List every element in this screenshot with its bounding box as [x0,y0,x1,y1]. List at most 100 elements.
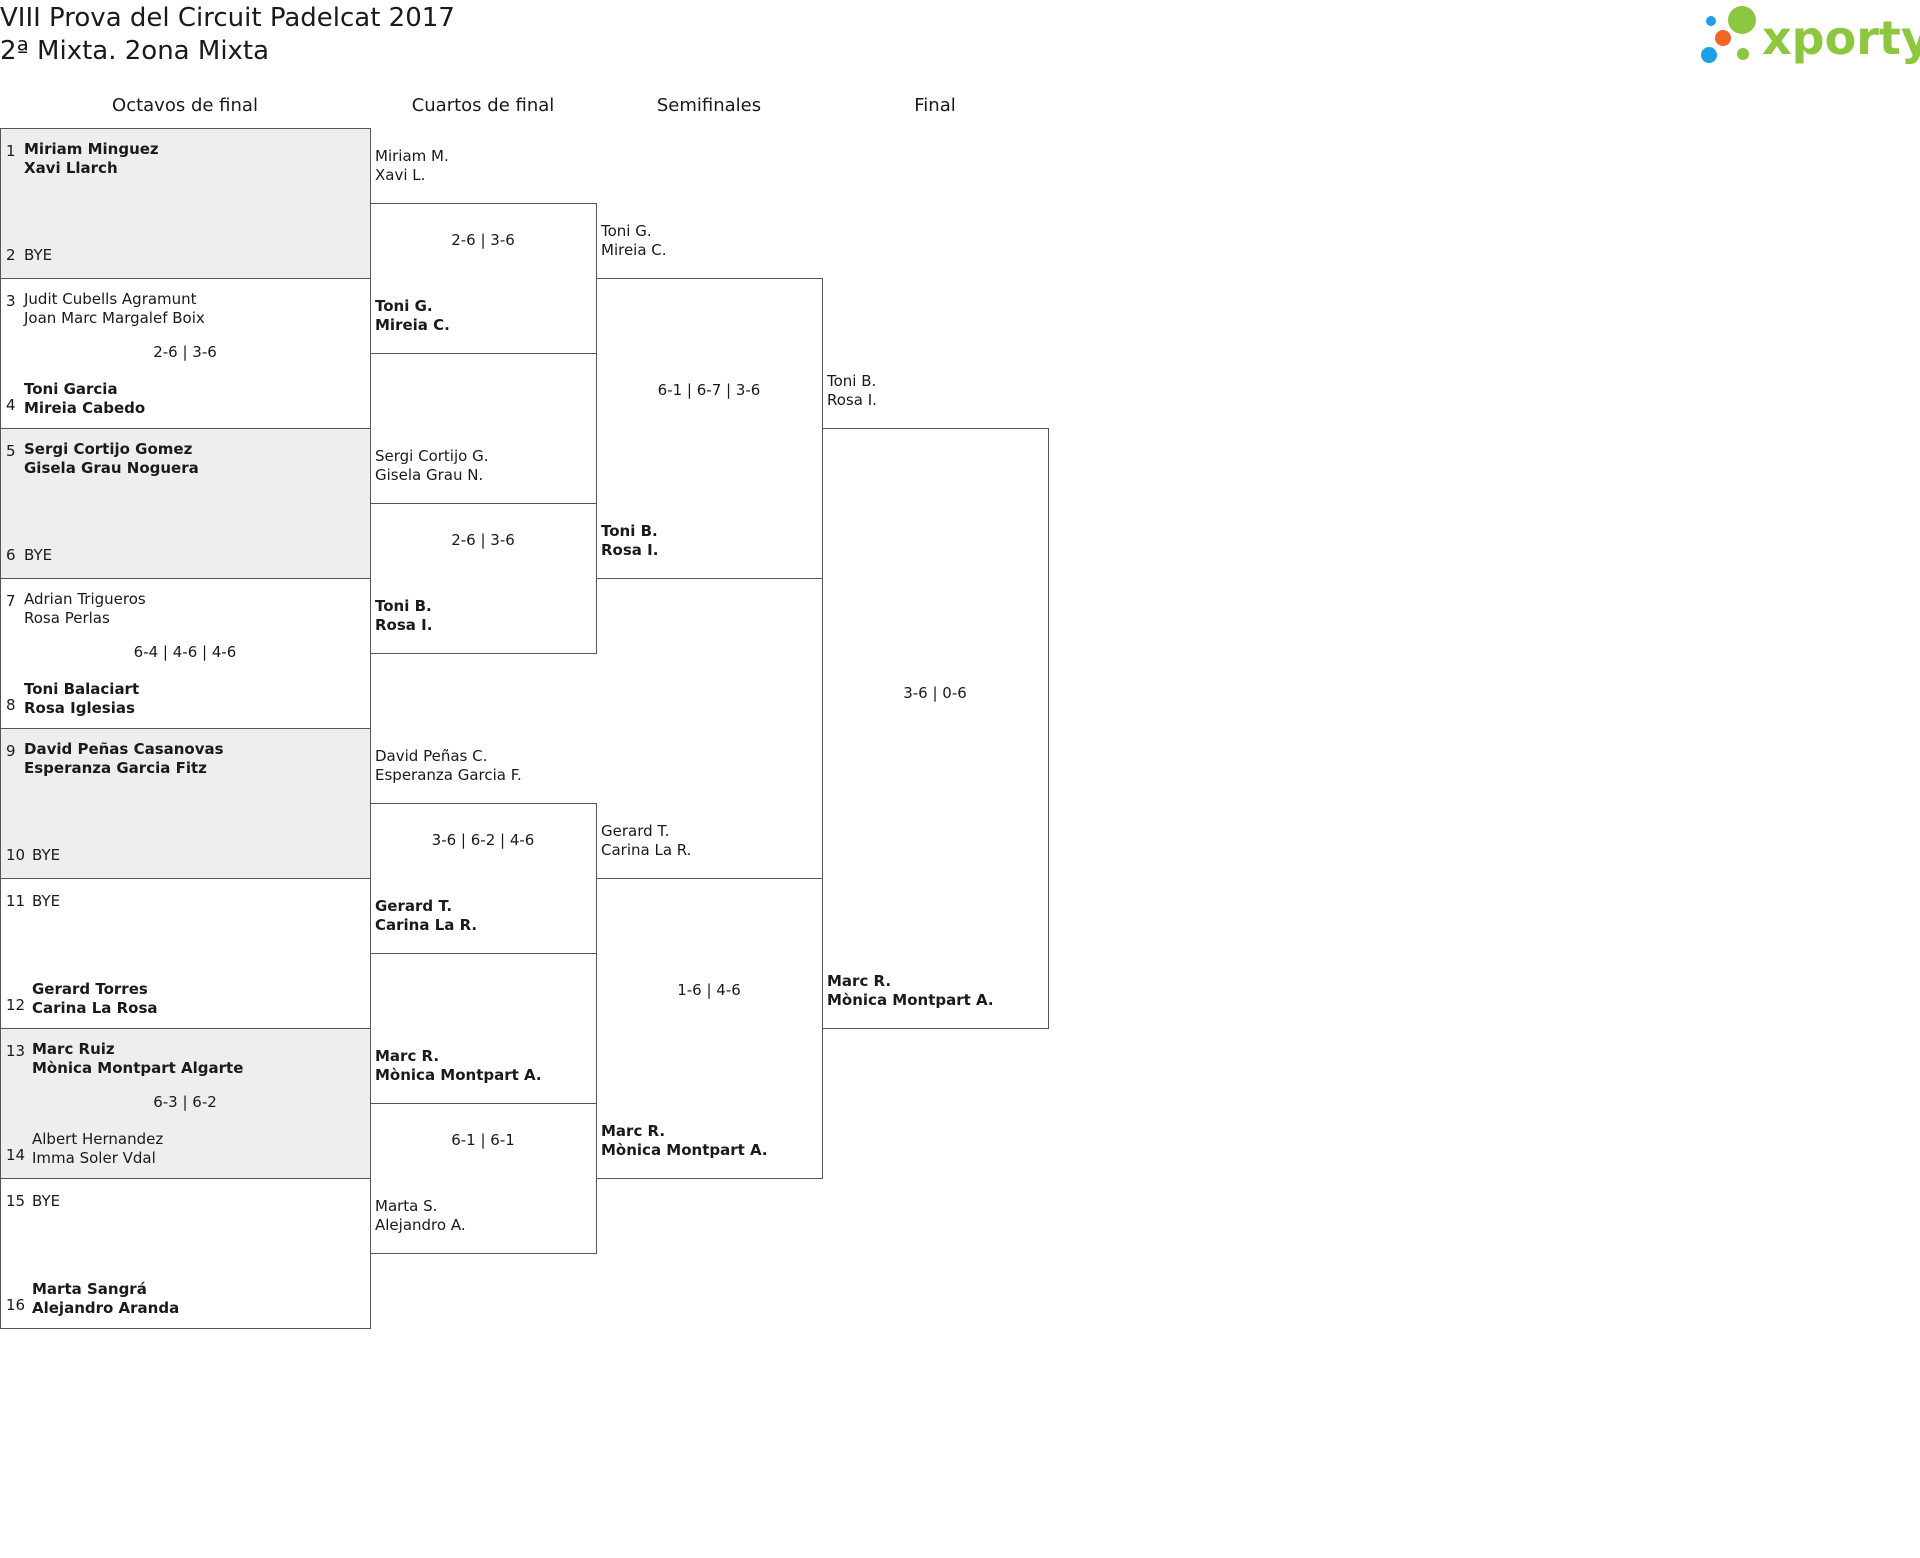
player-name: Esperanza Garcia Fitz [24,759,207,777]
player-name: Miriam Minguez [24,140,159,158]
player-name: Mònica Montpart A. [601,1141,768,1159]
player-name: Toni Balaciart [24,680,140,698]
match-score: 2-6 | 3-6 [451,531,515,549]
player-name: Esperanza Garcia F. [375,766,522,784]
seed-number: 3 [6,292,16,310]
player-name: Gisela Grau Noguera [24,459,199,477]
player-name: Marc R. [375,1047,440,1065]
round-header: Cuartos de final [411,95,555,116]
player-name: Mònica Montpart Algarte [32,1059,244,1077]
player-name: Imma Soler Vdal [32,1149,156,1167]
player-name: Sergi Cortijo G. [375,447,489,465]
player-name: Carina La R. [375,916,478,934]
player-name: Toni Garcia [24,380,118,398]
player-name: Mireia C. [375,316,450,334]
xporty-logo: xporty [1690,4,1920,68]
player-name: Gerard Torres [32,980,148,998]
seed-number: 13 [6,1042,26,1060]
player-name: Mònica Montpart A. [375,1066,542,1084]
player-name: Toni B. [375,597,432,615]
page-subtitle: 2ª Mixta. 2ona Mixta [0,36,270,66]
match-score: 3-6 | 6-2 | 4-6 [431,831,535,849]
player-name: Mireia Cabedo [24,399,146,417]
player-name: Marta Sangrá [32,1280,147,1298]
player-name: BYE [24,246,53,264]
player-name: Toni G. [601,222,652,240]
player-name: David Peñas Casanovas [24,740,224,758]
logo-dot-orange [1715,30,1731,46]
seed-number: 5 [6,442,16,460]
player-name: Gerard T. [601,822,670,840]
player-name: Judit Cubells Agramunt [24,290,197,308]
player-name: Alejandro A. [375,1216,466,1234]
match-box-octavos [0,128,371,279]
player-name: Carina La Rosa [32,999,158,1017]
logo-dot-green-large [1728,6,1756,34]
player-name: Marc R. [827,972,892,990]
seed-number: 16 [6,1296,26,1314]
seed-number: 6 [6,546,16,564]
match-box-octavos [0,728,371,879]
player-name: BYE [32,892,61,910]
logo-dot-blue-small [1706,16,1716,26]
player-name: BYE [32,1192,61,1210]
round-header: Semifinales [656,95,762,116]
seed-number: 10 [6,846,26,864]
player-name: Marc Ruiz [32,1040,115,1058]
match-score: 6-1 | 6-1 [451,1131,515,1149]
round-header: Final [914,95,956,116]
player-name: Carina La R. [601,841,692,859]
logo-dot-blue-large [1701,47,1717,63]
xporty-logo-mark: xporty [1701,6,1920,65]
seed-number: 8 [6,696,16,714]
player-name: Mònica Montpart A. [827,991,994,1009]
match-score: 1-6 | 4-6 [677,981,741,999]
player-name: Marc R. [601,1122,666,1140]
seed-number: 1 [6,142,16,160]
player-name: Adrian Trigueros [24,590,146,608]
seed-number: 15 [6,1192,26,1210]
player-name: Xavi L. [375,166,426,184]
player-name: Gisela Grau N. [375,466,484,484]
player-name: BYE [24,546,53,564]
player-name: BYE [32,846,61,864]
player-name: Xavi Llarch [24,159,118,177]
player-name: Gerard T. [375,897,453,915]
player-name: Marta S. [375,1197,438,1215]
seed-number: 12 [6,996,26,1014]
match-score: 2-6 | 3-6 [451,231,515,249]
player-name: Rosa I. [375,616,433,634]
player-name: Rosa Perlas [24,609,110,627]
seed-number: 2 [6,246,16,264]
seed-number: 11 [6,892,26,910]
match-score: 6-4 | 4-6 | 4-6 [133,643,237,661]
match-box-octavos [0,428,371,579]
player-name: Toni B. [601,522,658,540]
logo-wordmark: xporty [1762,11,1920,65]
player-name: Joan Marc Margalef Boix [24,309,205,327]
match-score: 3-6 | 0-6 [903,684,967,702]
logo-dot-green-small [1737,48,1749,60]
player-name: Miriam M. [375,147,449,165]
player-name: Rosa I. [601,541,659,559]
page-title: VIII Prova del Circuit Padelcat 2017 [0,3,455,33]
player-name: Albert Hernandez [32,1130,164,1148]
match-box-final [822,428,1049,1029]
round-header: Octavos de final [112,95,258,116]
player-name: Rosa I. [827,391,877,409]
player-name: Alejandro Aranda [32,1299,180,1317]
match-score: 2-6 | 3-6 [153,343,217,361]
match-score: 6-3 | 6-2 [153,1093,217,1111]
match-box-octavos [0,1028,371,1179]
player-name: Mireia C. [601,241,667,259]
seed-number: 7 [6,592,16,610]
seed-number: 9 [6,742,16,760]
seed-number: 14 [6,1146,26,1164]
player-name: David Peñas C. [375,747,488,765]
seed-number: 4 [6,396,16,414]
player-name: Toni G. [375,297,433,315]
player-name: Sergi Cortijo Gomez [24,440,193,458]
match-score: 6-1 | 6-7 | 3-6 [657,381,761,399]
player-name: Rosa Iglesias [24,699,135,717]
player-name: Toni B. [827,372,877,390]
